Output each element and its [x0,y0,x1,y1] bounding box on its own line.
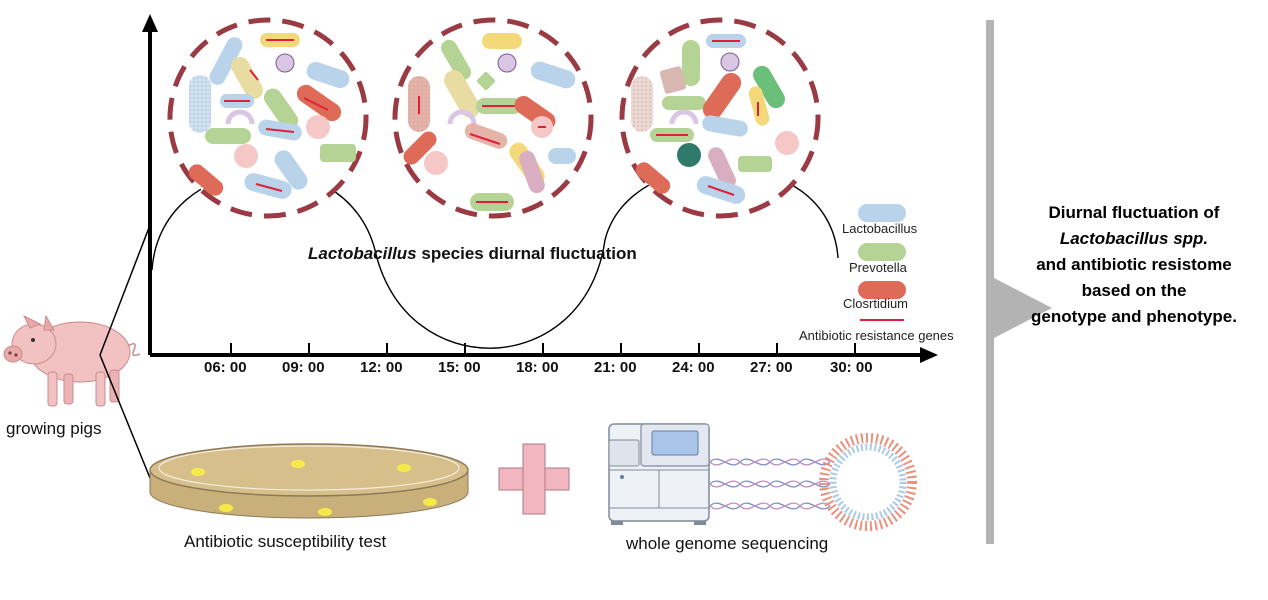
summary-line: based on the [1081,281,1187,300]
legend-swatch-prevotella [858,243,906,261]
pink-cocci [775,131,799,155]
pig-connectors [99,224,151,479]
pink-rod [708,147,736,189]
time-axes [142,14,938,363]
tick-marks [230,343,856,355]
legend-label-clostridium: Closrtidium [843,296,909,311]
tick-label: 15: 00 [438,359,481,376]
lactobacillus-rod [244,173,292,199]
legend-label-prevotella: Prevotella [849,260,907,275]
sequencing-label: whole genome sequencing [626,534,829,553]
tick-label: 30: 00 [830,359,873,376]
summary-line: genotype and phenotype. [1031,307,1237,326]
clostridium-rod [702,72,742,120]
lactobacillus-rod [548,148,576,164]
prevotella-cocci [476,71,496,91]
lactobacillus-rod [530,61,576,89]
clostridium-rod [188,164,224,196]
legend-label-arg: Antibiotic resistance genes [799,328,954,343]
curved-bacterium [669,109,699,125]
prevotella-rod [753,65,785,109]
clostridium-rod [403,131,437,165]
colony [318,508,332,516]
prevotella-rod [682,40,700,86]
pig-illustration [3,314,141,407]
purple-cocci [720,52,740,72]
tick-label: 09: 00 [282,359,325,376]
curved-bacterium [225,109,255,125]
microbiome-circle-1 [167,17,369,219]
prevotella-rod [441,39,471,81]
dna-helices [709,458,831,510]
susceptibility-label: Antibiotic susceptibility test [184,532,387,551]
main-label: Lactobacillus species diurnal fluctuatio… [308,244,637,264]
lactobacillus-rod [702,115,748,137]
microbiome-circle-3 [619,17,821,219]
colony [423,498,437,506]
microbiome-circle-2 [392,17,594,219]
summary-divider [986,20,1052,544]
pink-cocci [306,115,330,139]
yellow-rod [444,70,480,118]
colony [397,464,411,472]
tick-label: 21: 00 [594,359,637,376]
curved-bacterium [447,109,477,125]
legend-label-lactobacillus: Lactobacillus [842,221,918,236]
lactobacillus-rod [306,61,350,89]
colony [191,468,205,476]
pink-cocci [424,151,448,175]
y-axis-arrowhead [142,14,158,32]
purple-cocci [497,53,517,73]
prevotella-rod [662,96,706,110]
prevotella-rod [738,156,772,172]
lactobacillus-rod [274,150,308,190]
teal-cocci [677,143,701,167]
tick-label: 27: 00 [750,359,793,376]
yellow-rod [482,33,522,49]
main-label-rest: species diurnal fluctuation [416,244,637,263]
main-label-italic: Lactobacillus [308,244,417,263]
summary-line: Diurnal fluctuation of [1048,203,1220,222]
tick-label: 06: 00 [204,359,247,376]
lactobacillus-rod [209,37,243,85]
subject-label: growing pigs [6,419,102,438]
square-cell [659,66,687,94]
petri-dish [149,443,469,519]
genome-circle [819,433,917,531]
summary-text: Diurnal fluctuation of Lactobacillus spp… [1000,200,1268,330]
purple-cocci [275,53,295,73]
tick-label: 24: 00 [672,359,715,376]
colony [291,460,305,468]
colony [219,504,233,512]
summary-line: Lactobacillus spp. [1059,229,1209,248]
prevotella-rod [263,88,299,130]
legend-swatch-clostridium [858,281,906,299]
tick-label: 18: 00 [516,359,559,376]
sequencer-machine [608,423,710,525]
prevotella-rod [205,128,251,144]
plus-icon [498,443,570,515]
tick-label: 12: 00 [360,359,403,376]
yellow-rod [231,56,263,100]
legend-swatch-lactobacillus [858,204,906,222]
pink-rod [519,150,545,194]
clostridium-rod [635,162,671,194]
pink-cocci [234,144,258,168]
prevotella-rod [320,144,356,162]
legend [858,204,906,321]
x-axis-arrowhead [920,347,938,363]
summary-line: and antibiotic resistome [1036,255,1232,274]
clostridium-rod [296,84,342,122]
